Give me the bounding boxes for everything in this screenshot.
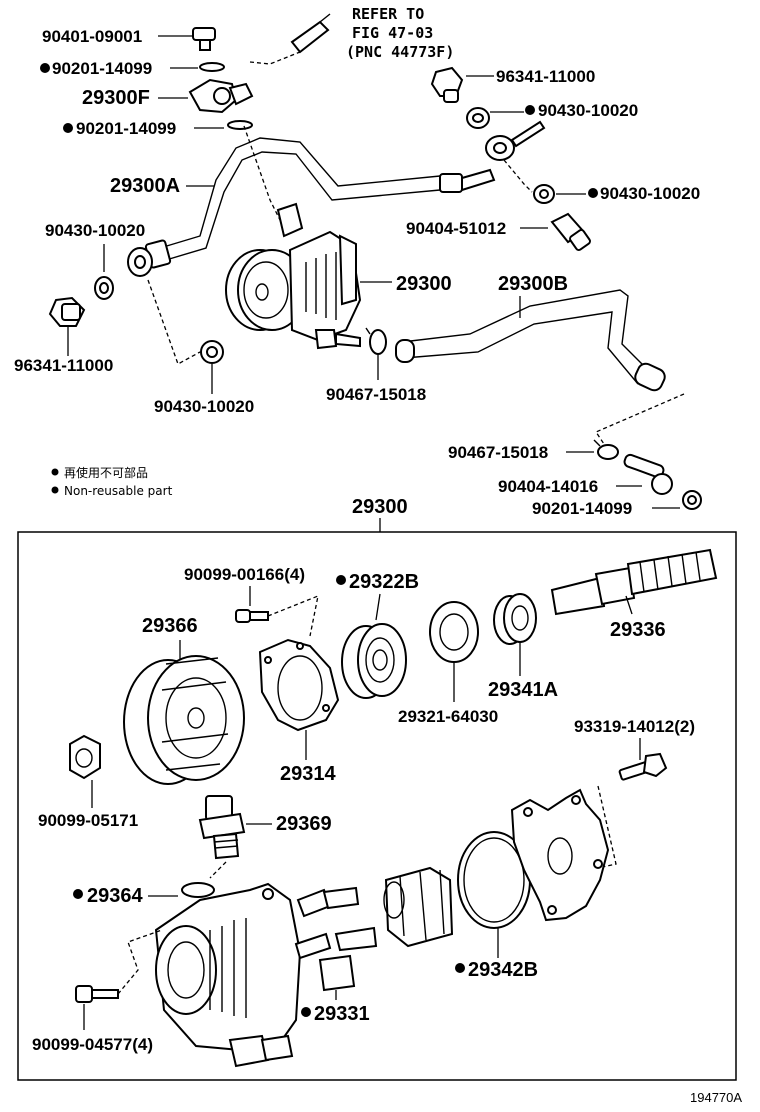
exploded-view-frame [17,531,737,1081]
washer-29321-64030 [429,601,479,663]
union-90404-51012 [550,212,591,251]
label-90430-10020-r2: 90430-10020 [600,184,700,203]
refer-hose-stub [290,13,331,54]
nonreusable-dot [40,63,50,73]
legend-en: Non-reusable part [64,484,173,498]
label-29322B: 29322B [349,571,419,593]
bolt-90099-04577 [75,985,119,1003]
gasket-90201-14099-b [227,120,253,130]
nut-90099-05171 [69,734,101,780]
nonreusable-dot [455,963,465,973]
label-90430-10020-left: 90430-10020 [45,221,145,240]
label-29369: 29369 [276,813,332,835]
hose-29300B [395,289,666,392]
label-90201-14099-c: 90201-14099 [532,499,632,518]
label-96341-11000-left: 96341-11000 [14,356,113,375]
label-29300A: 29300A [110,175,180,197]
oring-29364 [181,882,215,898]
oring-29342B [457,831,531,929]
refer-pnc-label: (PNC 44773F) [346,43,454,61]
label-29331: 29331 [314,1003,370,1025]
nonreusable-dot [588,188,598,198]
union-bolt-96341-11000-left [48,296,86,327]
label-29300B: 29300B [498,273,568,295]
clip-90467-15018-b [593,439,619,460]
legend-cn: 再使用不可部品 [64,465,148,480]
label-90201-14099-b: 90201-14099 [76,119,176,138]
pulley-29366 [123,655,245,785]
label-90467-15018-b: 90467-15018 [448,443,548,462]
label-29366: 29366 [142,615,198,637]
guide-dash-right [595,393,685,445]
label-90401-09001: 90401-09001 [42,27,142,46]
guide-dash-left [147,279,201,365]
figure-number: 194770A [690,1090,742,1105]
label-29300-box: 29300 [352,496,408,518]
label-29336: 29336 [610,619,666,641]
label-29314: 29314 [280,763,336,785]
plug-90401-09001 [192,27,216,51]
label-29341A: 29341A [488,679,558,701]
label-29321-64030: 29321-64030 [398,707,498,726]
refer-to-label: REFER TO [352,5,424,23]
bearing-29322B [341,623,407,699]
pump-housing [154,882,302,1068]
nonreusable-dot [525,105,535,115]
label-29300: 29300 [396,273,452,295]
hose-29300A [144,137,496,269]
screw-90099-00166 [235,609,269,623]
label-90099-00166: 90099-00166(4) [184,565,305,584]
nonreusable-dot [301,1007,311,1017]
nonreusable-dot [336,575,346,585]
vanes-29331 [294,886,378,992]
label-90404-14016: 90404-14016 [498,477,598,496]
fitting-29369 [198,795,246,860]
label-90099-04577: 90099-04577(4) [32,1035,153,1054]
refer-fig-label: FIG 47-03 [352,24,433,42]
legend-dot [51,486,59,494]
union-bolt-96341-11000-right [430,66,464,103]
seal-29341A [493,593,537,645]
label-90467-15018-a: 90467-15018 [326,385,426,404]
rotor [383,866,454,948]
guide-dash-top [243,125,283,225]
legend-dot [51,468,59,476]
union-29300F [188,78,254,114]
label-93319-14012: 93319-14012(2) [574,717,695,736]
label-29342B: 29342B [468,959,538,981]
label-96341-11000-right: 96341-11000 [496,67,595,86]
connector-90404-14016 [623,453,673,495]
label-29364: 29364 [87,885,143,907]
label-90099-05171: 90099-05171 [38,811,138,830]
vacuum-pump-29300 [225,202,362,350]
banjo-right [485,120,546,161]
label-90430-10020-r1: 90430-10020 [538,101,638,120]
clip-90467-15018-a [365,327,387,355]
label-29300F: 29300F [82,87,150,109]
end-plate [510,788,610,922]
banjo-left [127,247,153,277]
plate-29314 [258,638,340,732]
refer-dash-line [249,51,301,65]
bolt-93319-14012 [618,752,668,781]
label-90404-51012: 90404-51012 [406,219,506,238]
label-90201-14099-a: 90201-14099 [52,59,152,78]
gasket-90201-14099-a [199,62,225,72]
nonreusable-dot [73,889,83,899]
label-90430-10020-bottom: 90430-10020 [154,397,254,416]
nonreusable-dot [63,123,73,133]
shaft-29336 [550,548,718,616]
